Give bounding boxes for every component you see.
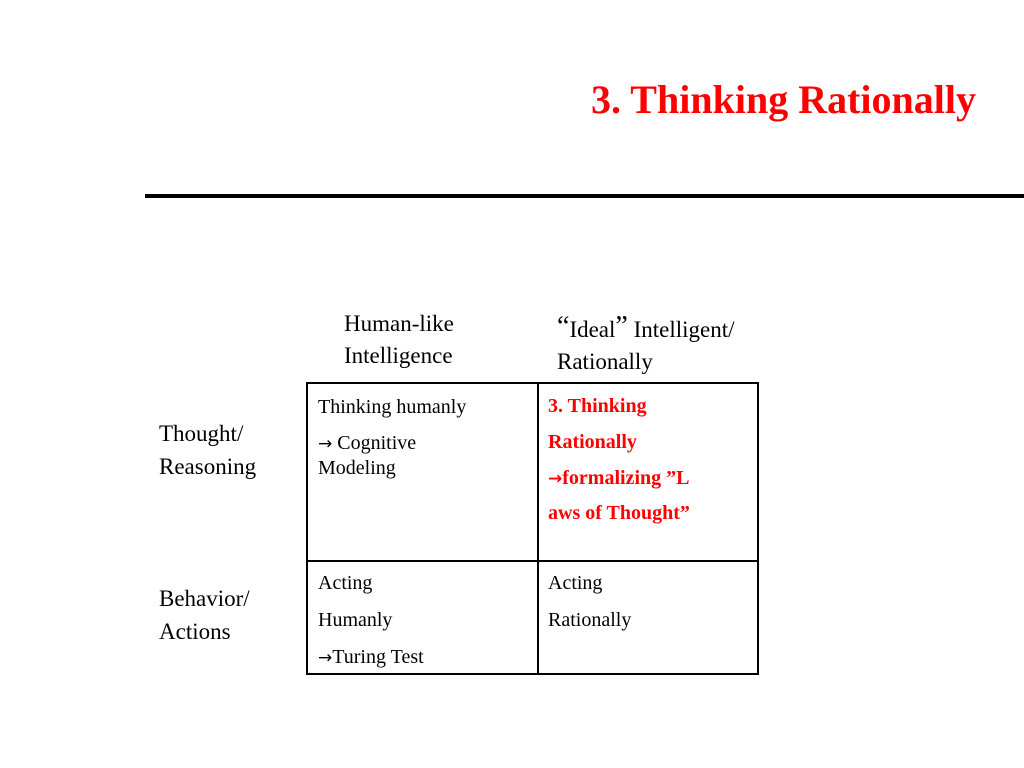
- row-header-thought-line1: Thought/: [159, 421, 244, 446]
- cell-thinking-humanly-line1: Thinking humanly: [318, 396, 467, 418]
- matrix-horizontal-divider: [306, 560, 759, 562]
- cell-thinking-humanly: Thinking humanly → Cognitive Modeling: [318, 395, 466, 480]
- cell-thinking-rationally-line2: Rationally: [548, 431, 637, 453]
- row-header-thought: Thought/ Reasoning: [159, 417, 256, 483]
- cell-acting-rationally: Acting Rationally: [548, 565, 631, 639]
- cell-thinking-rationally: 3. Thinking Rationally →formalizing ”L a…: [548, 388, 690, 529]
- right-arrow-icon: →: [318, 648, 333, 668]
- right-arrow-icon: →: [548, 469, 563, 489]
- cell-acting-humanly-line2: Humanly: [318, 609, 393, 631]
- cell-acting-humanly-line1: Acting: [318, 572, 373, 594]
- cell-thinking-rationally-line3: →formalizing ”L: [548, 460, 690, 497]
- cell-thinking-rationally-line4: aws of Thought”: [548, 502, 690, 524]
- cell-acting-rationally-line2: Rationally: [548, 609, 632, 631]
- ideal-rest: Intelligent/: [627, 317, 735, 342]
- cell-acting-humanly: Acting Humanly →Turing Test: [318, 565, 424, 677]
- column-header-human-like: Human-like Intelligence: [344, 308, 454, 372]
- cell-thinking-humanly-line3: Modeling: [318, 457, 396, 479]
- column-header-ideal-line2: Rationally: [557, 349, 653, 374]
- matrix-vertical-divider: [537, 382, 539, 675]
- cell-acting-humanly-line3-text: Turing Test: [332, 646, 424, 668]
- row-header-behavior: Behavior/ Actions: [159, 582, 250, 648]
- column-header-human-line2: Intelligence: [344, 343, 453, 368]
- column-header-ideal-line1: “Ideal” Intelligent/: [557, 311, 735, 346]
- column-header-ideal: “Ideal” Intelligent/ Rationally: [557, 311, 735, 378]
- row-header-behavior-line2: Actions: [159, 619, 231, 644]
- cell-thinking-humanly-line2: → Cognitive: [318, 431, 466, 456]
- title-divider: [145, 194, 1024, 198]
- cell-acting-rationally-line1: Acting: [548, 572, 603, 594]
- row-header-thought-line2: Reasoning: [159, 454, 257, 479]
- close-quote: ”: [615, 311, 628, 342]
- right-arrow-icon: →: [318, 434, 333, 454]
- slide-title: 3. Thinking Rationally: [591, 77, 976, 122]
- cell-thinking-humanly-line2-text: Cognitive: [332, 432, 417, 454]
- row-header-behavior-line1: Behavior/: [159, 586, 250, 611]
- column-header-human-line1: Human-like: [344, 311, 454, 336]
- cell-acting-humanly-line3: →Turing Test: [318, 639, 424, 677]
- open-quote: “: [557, 311, 570, 342]
- cell-thinking-rationally-line1: 3. Thinking: [548, 395, 647, 417]
- matrix-table: [306, 382, 759, 675]
- cell-thinking-rationally-line3-text: formalizing ”L: [562, 467, 690, 489]
- ideal-word: Ideal: [569, 317, 616, 342]
